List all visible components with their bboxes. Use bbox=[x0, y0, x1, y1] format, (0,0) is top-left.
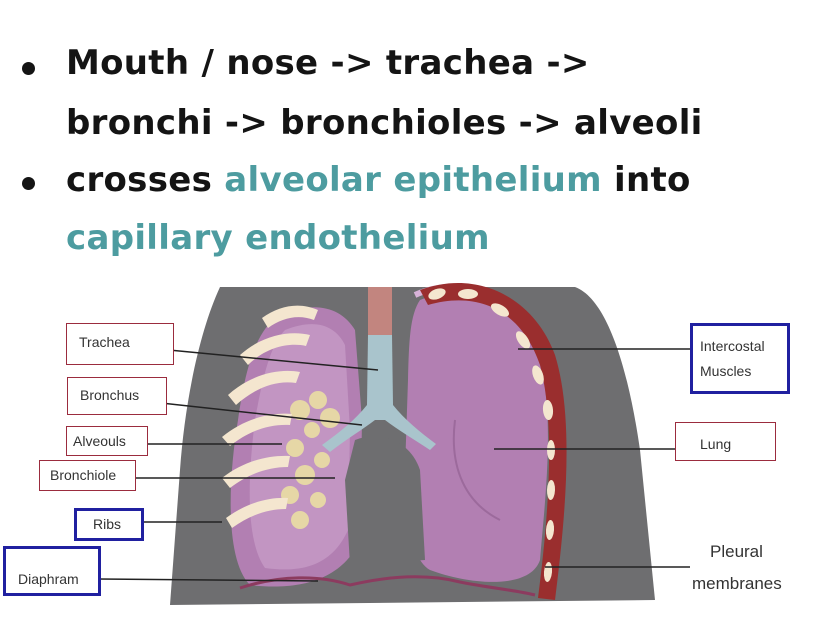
label-trachea: Trachea bbox=[66, 323, 174, 365]
label-text: Trachea bbox=[79, 334, 130, 350]
label-text: Intercostal bbox=[700, 338, 765, 354]
bullet-dot bbox=[22, 62, 35, 75]
diaphragm bbox=[239, 575, 536, 597]
right-lung bbox=[405, 293, 548, 582]
leader-lines bbox=[97, 347, 692, 582]
trachea-upper bbox=[368, 287, 392, 335]
label-ribs: Ribs bbox=[74, 508, 144, 541]
label-intercostal-muscles: Intercostal Muscles bbox=[690, 323, 790, 394]
label-text: Ribs bbox=[93, 516, 122, 532]
highlight-alveolar-epithelium: alveolar epithelium bbox=[224, 160, 602, 200]
label-text: Muscles bbox=[700, 363, 752, 379]
label-text: Pleural bbox=[710, 542, 763, 561]
alveoli-clusters bbox=[281, 391, 340, 529]
label-text: membranes bbox=[692, 574, 782, 593]
bullet-line-3: crosses alveolar epithelium into bbox=[66, 160, 691, 200]
label-alveoli: Alveouls bbox=[66, 426, 148, 456]
label-text: Lung bbox=[700, 436, 732, 452]
label-text: Alveouls bbox=[73, 433, 126, 449]
bullet-line-4: capillary endothelium bbox=[66, 218, 490, 258]
bullet-text: crosses bbox=[66, 160, 225, 200]
label-text: Bronchiole bbox=[50, 467, 117, 483]
label-text: Diaphram bbox=[18, 571, 79, 587]
bullet-dot bbox=[22, 177, 35, 190]
label-bronchiole: Bronchiole bbox=[39, 460, 136, 491]
bronchi bbox=[322, 405, 436, 452]
bullet-line-1: Mouth / nose -> trachea -> bbox=[66, 43, 590, 83]
bullet-text: into bbox=[601, 160, 691, 200]
label-pleural-membranes: Pleural membranes bbox=[690, 540, 810, 600]
label-lung: Lung bbox=[675, 422, 776, 461]
bullet-line-2: bronchi -> bronchioles -> alveoli bbox=[66, 103, 703, 143]
left-ribs bbox=[222, 305, 318, 528]
label-text: Bronchus bbox=[80, 387, 140, 403]
heart-region bbox=[345, 436, 425, 565]
label-bronchus: Bronchus bbox=[67, 377, 167, 415]
label-diaphram: Diaphram bbox=[3, 546, 101, 596]
trachea bbox=[367, 335, 393, 405]
right-lung-fold bbox=[452, 419, 501, 521]
